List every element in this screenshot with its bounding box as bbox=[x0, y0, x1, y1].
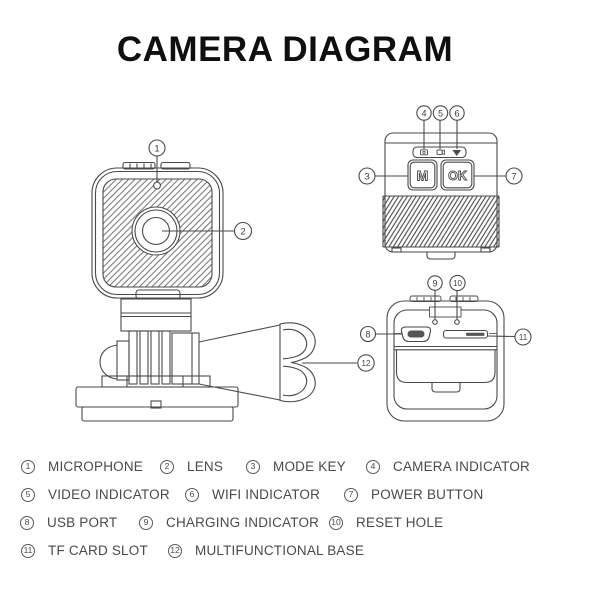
callout-12: 12 bbox=[302, 354, 375, 372]
legend-item-wifi-indicator: 6 WIFI INDICATOR bbox=[185, 487, 320, 502]
legend-label: RESET HOLE bbox=[356, 515, 444, 530]
svg-text:4: 4 bbox=[421, 108, 426, 118]
legend-item-charging-indicator: 9 CHARGING INDICATOR bbox=[139, 515, 319, 530]
legend-item-usb-port: 8 USB PORT bbox=[20, 515, 117, 530]
charging-indicator-hole bbox=[432, 319, 438, 325]
wifi-icon bbox=[452, 150, 461, 156]
legend-item-video-indicator: 5 VIDEO INDICATOR bbox=[21, 487, 170, 502]
door-tab bbox=[431, 382, 461, 393]
legend-label: TF CARD SLOT bbox=[48, 543, 148, 558]
legend-num-circle: 12 bbox=[168, 543, 182, 558]
callout-1: 1 bbox=[148, 139, 166, 183]
legend-label: CHARGING INDICATOR bbox=[166, 515, 320, 530]
legend-item-power-button: 7 POWER BUTTON bbox=[344, 487, 483, 502]
svg-text:5: 5 bbox=[438, 108, 443, 118]
grip-band bbox=[383, 196, 499, 247]
side-knob bbox=[99, 344, 118, 380]
legend-label: CAMERA INDICATOR bbox=[393, 459, 530, 474]
legend-num-circle: 5 bbox=[21, 487, 35, 502]
camera-icon bbox=[420, 149, 428, 156]
callout-8: 8 bbox=[359, 325, 402, 343]
svg-text:1: 1 bbox=[154, 143, 159, 154]
legend-num-circle: 9 bbox=[139, 515, 153, 530]
legend-item-reset-hole: 10 RESET HOLE bbox=[329, 515, 443, 530]
callout-6: 6 bbox=[449, 105, 465, 149]
mode-key-label: M bbox=[417, 168, 429, 184]
svg-text:12: 12 bbox=[362, 359, 371, 368]
legend-label: POWER BUTTON bbox=[371, 487, 484, 502]
callout-11: 11 bbox=[487, 328, 532, 346]
top-buttons-edge bbox=[122, 161, 191, 170]
page-title: CAMERA DIAGRAM bbox=[116, 30, 454, 69]
legend-item-camera-indicator: 4 CAMERA INDICATOR bbox=[366, 459, 530, 474]
svg-text:3: 3 bbox=[364, 171, 369, 182]
video-camera-icon bbox=[436, 149, 445, 156]
top-recess bbox=[429, 306, 462, 318]
ok-key: OK bbox=[440, 159, 475, 191]
legend-item-multifunctional-base: 12 MULTIFUNCTIONAL BASE bbox=[168, 543, 364, 558]
mode-key: M bbox=[407, 159, 438, 191]
svg-text:2: 2 bbox=[240, 226, 245, 237]
legend-num-circle: 4 bbox=[366, 459, 380, 474]
legend-num-circle: 6 bbox=[185, 487, 199, 502]
legend-label: MODE KEY bbox=[273, 459, 346, 474]
legend-item-microphone: 1 MICROPHONE bbox=[21, 459, 143, 474]
legend-num-circle: 7 bbox=[344, 487, 358, 502]
legend-item-mode-key: 3 MODE KEY bbox=[246, 459, 346, 474]
svg-text:6: 6 bbox=[454, 108, 459, 118]
legend-num-circle: 3 bbox=[246, 459, 260, 474]
legend-label: MICROPHONE bbox=[48, 459, 144, 474]
multifunctional-base bbox=[75, 289, 316, 422]
legend-num-circle: 10 bbox=[329, 515, 343, 530]
callouts: 1 2 3 4 5 bbox=[148, 105, 532, 372]
reset-hole bbox=[454, 319, 460, 325]
ok-key-label: OK bbox=[448, 169, 467, 183]
battery-door bbox=[395, 349, 496, 384]
legend-label: USB PORT bbox=[47, 515, 118, 530]
camera-body-top bbox=[384, 132, 498, 253]
microphone-hole bbox=[153, 181, 161, 190]
legend-label: WIFI INDICATOR bbox=[212, 487, 321, 502]
tf-card-slot bbox=[442, 329, 489, 339]
camera-body-back bbox=[386, 300, 505, 422]
svg-text:10: 10 bbox=[453, 279, 462, 288]
svg-text:11: 11 bbox=[519, 333, 528, 342]
svg-text:9: 9 bbox=[432, 278, 437, 288]
back-view bbox=[386, 295, 505, 422]
legend-label: MULTIFUNCTIONAL BASE bbox=[195, 543, 365, 558]
legend-num-circle: 1 bbox=[21, 459, 35, 474]
svg-text:8: 8 bbox=[365, 329, 370, 339]
callout-7: 7 bbox=[474, 167, 523, 185]
legend-item-lens: 2 LENS bbox=[160, 459, 223, 474]
legend-num-circle: 8 bbox=[20, 515, 34, 530]
callout-2: 2 bbox=[162, 221, 253, 241]
callout-4: 4 bbox=[416, 105, 432, 149]
callout-10: 10 bbox=[449, 274, 466, 319]
thumb-screw bbox=[279, 322, 316, 403]
svg-text:7: 7 bbox=[511, 171, 516, 182]
legend-item-tf-card-slot: 11 TF CARD SLOT bbox=[21, 543, 148, 558]
callout-3: 3 bbox=[358, 167, 408, 185]
usb-port bbox=[400, 326, 432, 343]
bottom-tab bbox=[426, 252, 456, 260]
callout-5: 5 bbox=[432, 105, 449, 149]
legend-label: VIDEO INDICATOR bbox=[48, 487, 170, 502]
front-view bbox=[75, 161, 316, 422]
legend-num-circle: 11 bbox=[21, 543, 35, 558]
legend-label: LENS bbox=[187, 459, 224, 474]
top-view: M OK bbox=[382, 132, 500, 260]
callout-9: 9 bbox=[427, 275, 443, 319]
legend-num-circle: 2 bbox=[160, 459, 174, 474]
